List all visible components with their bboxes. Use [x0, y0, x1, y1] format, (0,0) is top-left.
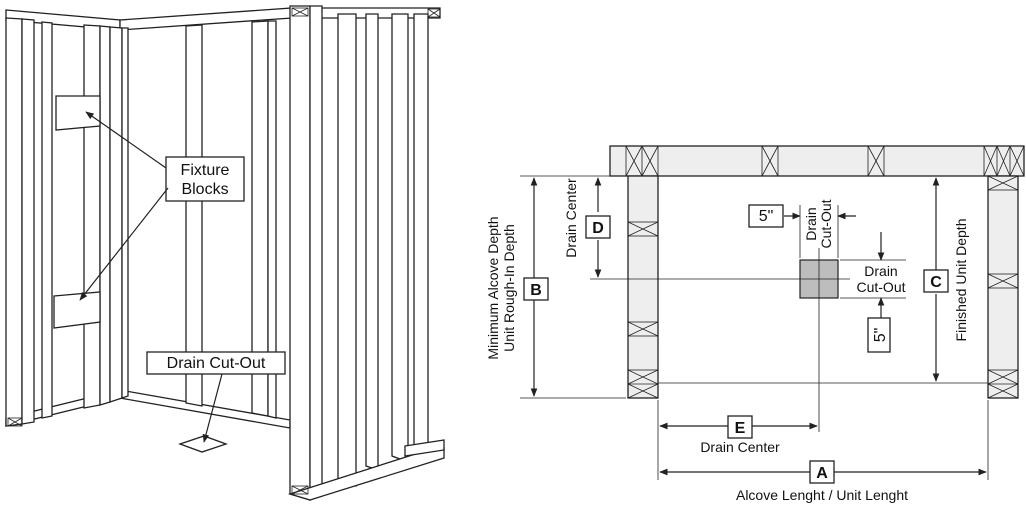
drain-cutout-callout: Drain Cut-Out [146, 351, 286, 443]
dim-b-caption-line2: Unit Rough-In Depth [501, 224, 517, 352]
dim-c-letter: C [930, 274, 942, 291]
fixture-blocks-label-line2: Blocks [181, 181, 228, 198]
dim-c-caption: Finished Unit Depth [953, 219, 969, 342]
dim-a-caption: Alcove Lenght / Unit Lenght [736, 487, 908, 503]
dim-a-box [809, 460, 835, 484]
cutout-right-label-line1: Drain [864, 263, 897, 279]
dim-a: A Alcove Lenght / Unit Lenght [659, 400, 989, 503]
cutout-top-label-line1: Drain [803, 207, 819, 240]
five-inch-h-box [748, 204, 784, 228]
left-wall-stud [41, 21, 53, 419]
left-wall-stud [83, 24, 101, 409]
drain-cutout-floor [178, 435, 228, 453]
drain-cutout-label: Drain Cut-Out [167, 355, 266, 372]
right-stud [365, 13, 379, 471]
dim-b-letter: B [530, 282, 542, 299]
right-stud-end [413, 13, 429, 455]
cutout-width-dim: 5" Drain Cut-Out [748, 199, 856, 258]
left-wall-corner-stud [5, 17, 23, 427]
dim-e-caption: Drain Center [700, 439, 780, 455]
dim-d-letter: D [592, 220, 604, 237]
fixture-blocks-label-box [165, 156, 245, 202]
dim-c: C Finished Unit Depth [923, 177, 969, 382]
dim-c-box [923, 269, 949, 293]
left-side-wall-studs [627, 221, 659, 399]
dim-b: B Minimum Alcove Depth Unit Rough-In Dep… [485, 175, 626, 399]
dim-b-caption-line1: Minimum Alcove Depth [485, 216, 501, 359]
cutout-right-label-line2: Cut-Out [856, 279, 905, 295]
dim-b-box [523, 277, 549, 301]
fixture-blocks-label-line1: Fixture [181, 162, 230, 179]
left-wall-stud [99, 25, 111, 406]
right-bottom-plate [287, 447, 445, 501]
dim-e-letter: E [735, 420, 746, 437]
left-wall-stud-face [121, 27, 129, 399]
five-inch-v-box [867, 317, 891, 353]
fixture-block-lower [53, 291, 101, 329]
leader-upper-block [85, 111, 167, 169]
leader-lower-block [79, 187, 169, 301]
cutout-height-dim: Drain Cut-Out 5" [840, 232, 906, 353]
five-inch-h-label: 5" [759, 208, 774, 225]
left-side-wall [627, 175, 659, 399]
dim-e-box [727, 415, 753, 439]
framing-illustration: Fixture Blocks Drain Cut-Out [5, 5, 445, 501]
right-stud [391, 13, 409, 463]
five-inch-v-label: 5" [872, 328, 889, 343]
leader-drain-cutout [202, 373, 223, 443]
fixture-blocks-callout: Fixture Blocks [79, 111, 245, 301]
drain-cutout-label-box [146, 351, 286, 375]
right-side-wall-studs [987, 175, 1019, 399]
dim-d-box [585, 215, 611, 239]
back-wall-stud [185, 24, 203, 407]
back-wall [609, 145, 1025, 177]
right-stud [337, 13, 357, 487]
end-grain-marks [7, 7, 441, 495]
right-post [289, 5, 311, 501]
dim-d: D Drain Center [563, 177, 611, 278]
dim-d-caption: Drain Center [563, 178, 579, 258]
fixture-block-upper [55, 95, 101, 131]
right-post-face [309, 5, 323, 501]
cutout-top-label-line2: Cut-Out [818, 199, 834, 248]
floor-plate-end [404, 439, 445, 457]
left-wall-corner-post [109, 26, 123, 403]
right-side-wall [987, 175, 1019, 399]
left-wall-stud [21, 18, 35, 425]
dim-e: E Drain Center [657, 400, 818, 480]
plan-view: 5" Drain Cut-Out Drain Cut-Out 5" B Mini… [485, 145, 1025, 503]
dim-a-letter: A [816, 465, 828, 482]
back-wall-stud-thin [267, 20, 277, 419]
